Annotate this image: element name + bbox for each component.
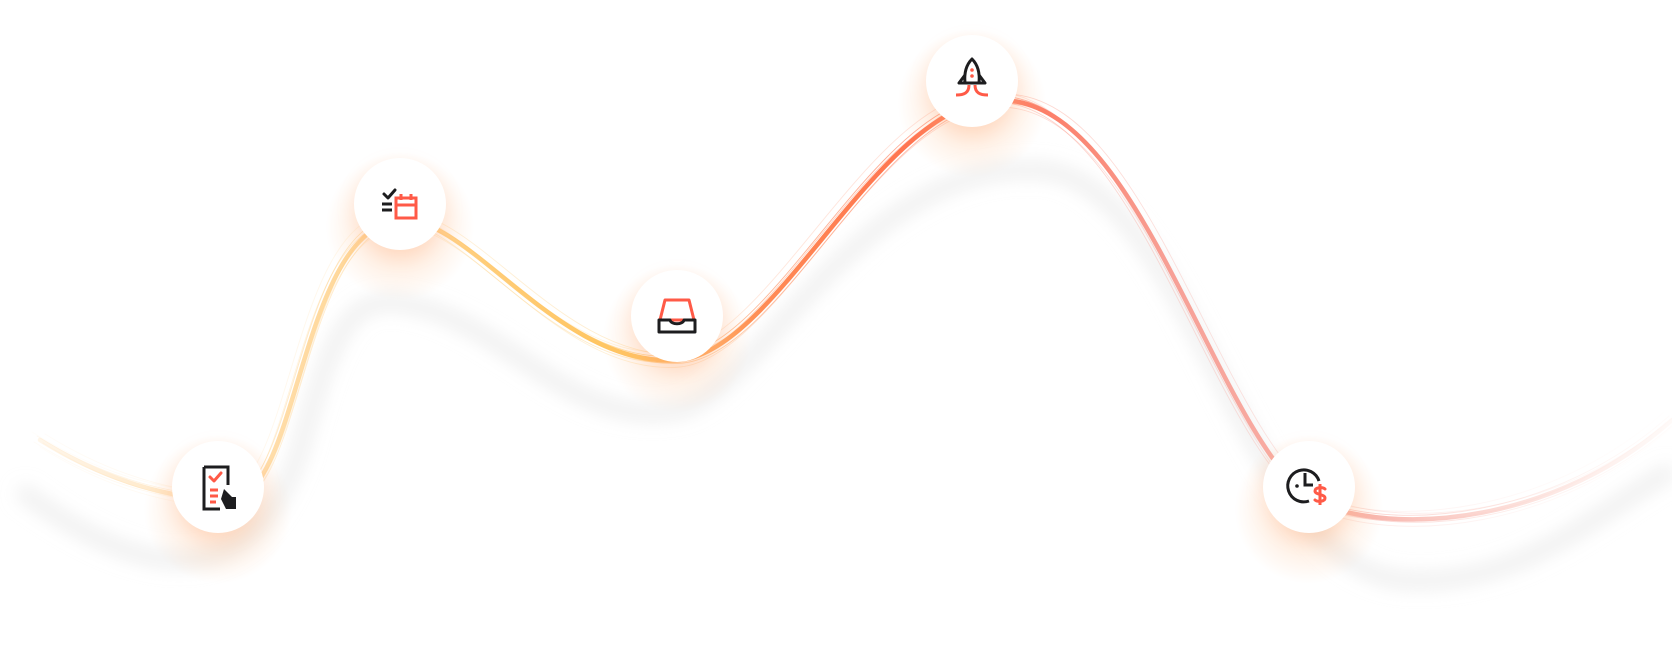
route-main-line bbox=[37, 97, 1672, 522]
step-3-node[interactable] bbox=[631, 270, 723, 362]
inbox-tray-icon bbox=[657, 298, 697, 334]
task-list-calendar-icon bbox=[382, 188, 418, 220]
step-5-node[interactable] bbox=[1263, 441, 1355, 533]
route-strand bbox=[36, 95, 1670, 516]
step-4-node[interactable] bbox=[926, 35, 1018, 127]
step-2-node[interactable] bbox=[354, 158, 446, 250]
clock-dollar-icon bbox=[1286, 468, 1327, 505]
route-strand bbox=[42, 102, 1672, 523]
route-strands bbox=[31, 91, 1672, 527]
route-strand bbox=[39, 106, 1672, 527]
rocket-launch-icon bbox=[955, 57, 989, 97]
route-strand bbox=[33, 101, 1667, 522]
route-shadow bbox=[15, 162, 1672, 588]
step-1-node[interactable] bbox=[172, 441, 264, 533]
route-strand bbox=[44, 93, 1672, 514]
checklist-document-icon bbox=[202, 465, 236, 511]
